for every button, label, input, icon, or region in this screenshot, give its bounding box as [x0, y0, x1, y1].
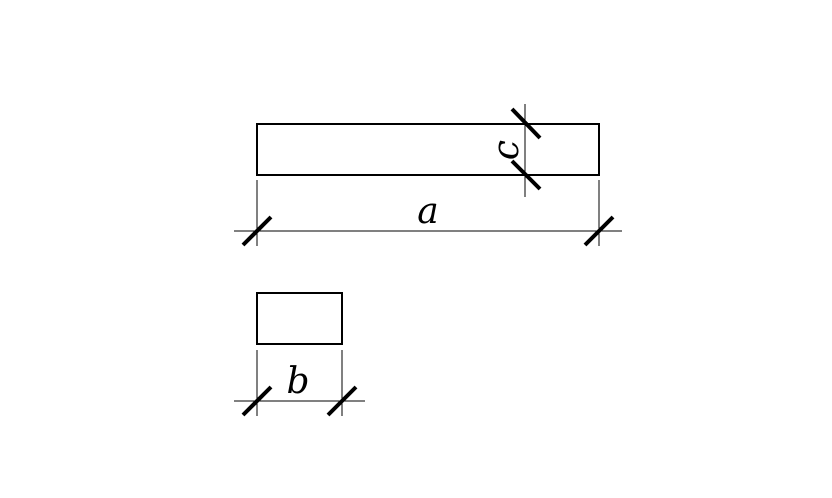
length-dimension: a [234, 180, 622, 247]
length-tick-right [583, 215, 615, 247]
width-dimension: b [234, 350, 365, 417]
thickness-tick-top [510, 107, 542, 140]
width-tick-right [326, 385, 358, 417]
length-tick-left [241, 215, 273, 247]
end-view-rectangle [256, 292, 343, 345]
thickness-dimension: c [486, 104, 542, 197]
thickness-tick-bottom [510, 159, 542, 191]
top-view-rectangle [256, 123, 600, 176]
length-label: a [417, 191, 438, 232]
end-view: b [234, 292, 365, 417]
width-label: b [286, 361, 309, 402]
thickness-label: c [486, 140, 527, 160]
width-tick-left [241, 385, 273, 417]
top-view: c a [234, 104, 622, 247]
